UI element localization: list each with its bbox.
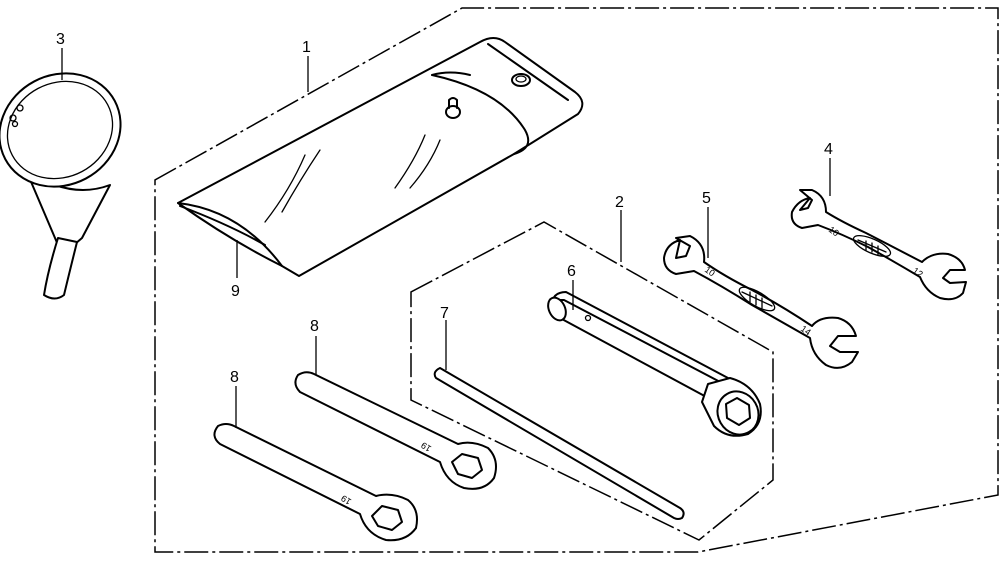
ring-wrench-lower: 19: [213, 423, 418, 542]
leader-lines: [61, 48, 831, 428]
stamp-ring-lower: 19: [339, 493, 353, 507]
callout-7: 7: [440, 305, 449, 322]
funnel: [0, 72, 122, 300]
open-end-wrench-10x14: 10 14: [663, 235, 859, 369]
stamp-ring-upper: 19: [419, 440, 433, 454]
stamp-wrench4-left: 10: [827, 224, 841, 238]
callout-3: 3: [56, 31, 65, 48]
outer-frame: [154, 7, 999, 553]
plug-wrench: [547, 291, 762, 437]
callout-4: 4: [824, 141, 833, 158]
callout-9: 9: [231, 283, 240, 300]
stamp-wrench4-right: 12: [911, 265, 925, 279]
callout-8-lower: 8: [230, 369, 239, 386]
callout-6: 6: [567, 263, 576, 280]
inner-frame: [410, 221, 774, 541]
ring-wrench-upper: 19: [294, 371, 497, 490]
handle-bar: [433, 367, 685, 520]
callout-5: 5: [702, 190, 711, 207]
open-end-wrench-10x12: 10 12: [790, 189, 967, 301]
callout-1: 1: [302, 39, 311, 56]
tool-bag: [177, 37, 584, 277]
callout-2: 2: [615, 194, 624, 211]
stamp-wrench5-left: 10: [703, 264, 717, 278]
callout-8-upper: 8: [310, 318, 319, 335]
stamp-wrench5-right: 14: [799, 323, 813, 337]
